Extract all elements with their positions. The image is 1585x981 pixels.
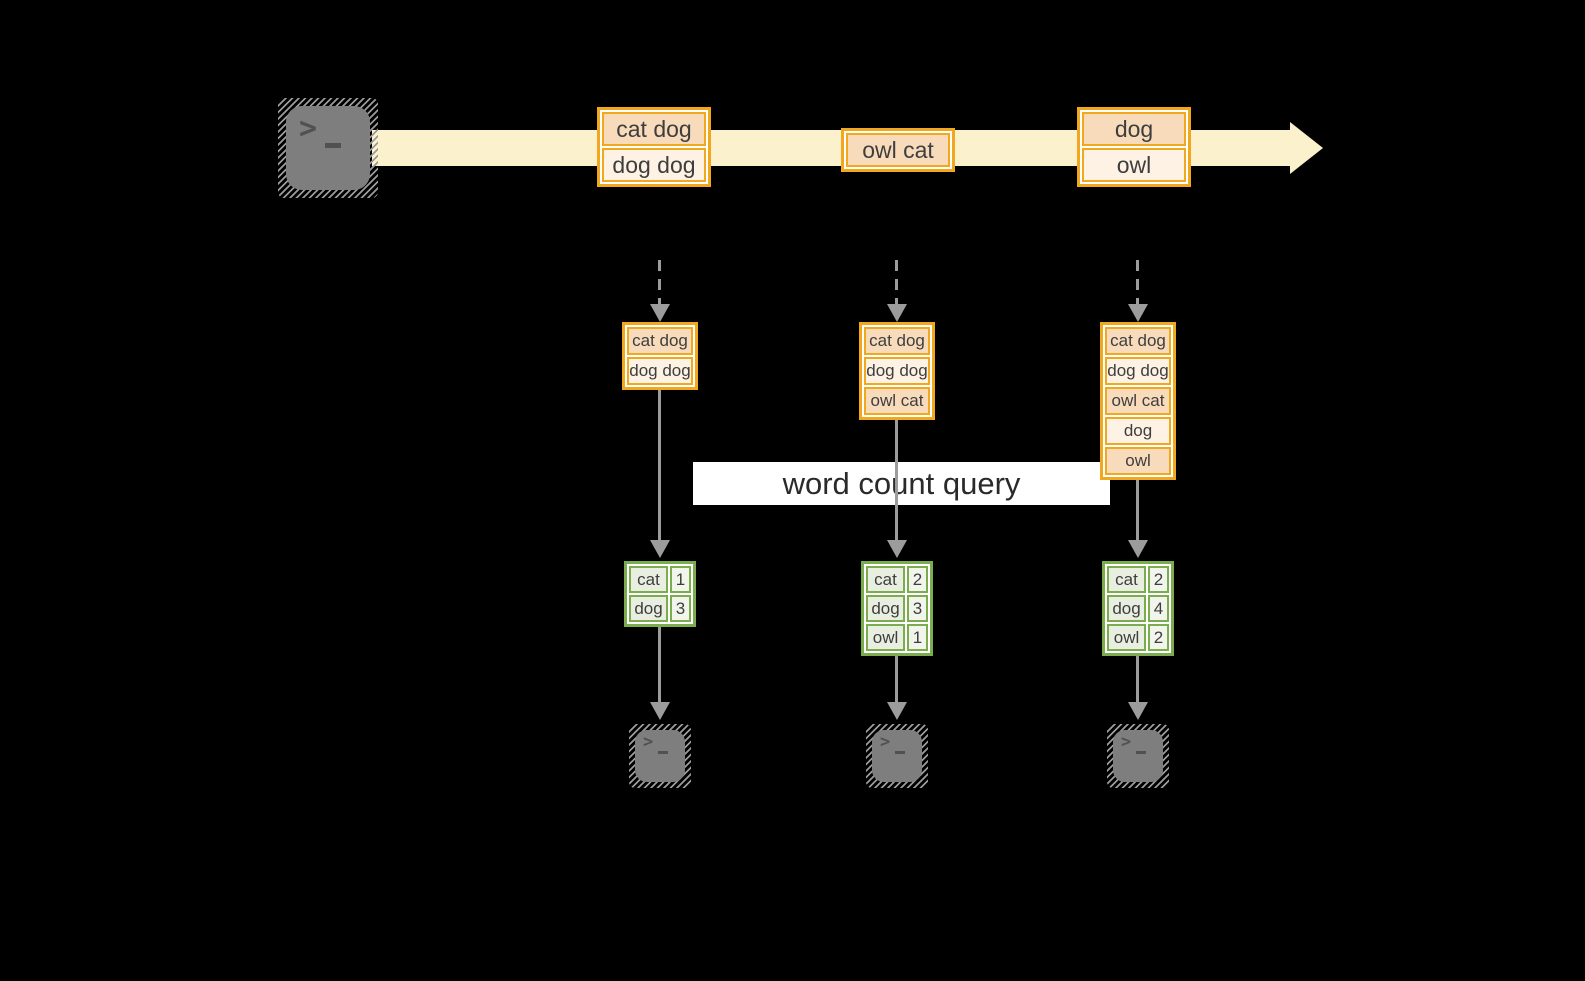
output-flow-line (895, 655, 898, 702)
state-row: cat dog (864, 327, 930, 355)
stream-record: dog (1082, 112, 1186, 146)
batch-delivery-dashed-arrow (1136, 260, 1139, 304)
result-count: 2 (1148, 566, 1169, 593)
state-row: dog dog (1105, 357, 1171, 385)
prompt-chevron-icon: > (1121, 732, 1132, 752)
result-count: 2 (1148, 624, 1169, 651)
result-word: owl (866, 624, 905, 651)
down-arrowhead-icon (1128, 540, 1148, 558)
sink-terminal-icon: > (629, 724, 691, 788)
state-row: dog (1105, 417, 1171, 445)
state-row: owl cat (1105, 387, 1171, 415)
result-table-t2: cat 2 dog 3 owl 1 (861, 561, 933, 656)
state-row: dog dog (864, 357, 930, 385)
query-label: word count query (693, 462, 1110, 505)
stream-record: owl (1082, 148, 1186, 182)
stream-batch-1: cat dog dog dog (597, 107, 711, 187)
output-flow-line (658, 626, 661, 702)
prompt-cursor-icon (1136, 751, 1146, 754)
result-word: dog (866, 595, 905, 622)
prompt-chevron-icon: > (880, 732, 891, 752)
result-count: 3 (907, 595, 928, 622)
state-row: cat dog (1105, 327, 1171, 355)
sink-terminal-icon: > (866, 724, 928, 788)
stream-batch-3: dog owl (1077, 107, 1191, 187)
stream-record: owl cat (846, 133, 950, 167)
input-table-t1: cat dog dog dog (622, 322, 698, 390)
source-terminal-icon: > (278, 98, 378, 198)
result-word: owl (1107, 624, 1146, 651)
state-row: dog dog (627, 357, 693, 385)
result-count: 1 (907, 624, 928, 651)
result-word: cat (629, 566, 668, 593)
result-count: 3 (670, 595, 691, 622)
terminal-screen: > (1113, 730, 1163, 782)
sink-terminal-icon: > (1107, 724, 1169, 788)
down-arrowhead-icon (887, 304, 907, 322)
terminal-screen: > (872, 730, 922, 782)
down-arrowhead-icon (650, 304, 670, 322)
result-word: cat (1107, 566, 1146, 593)
down-arrowhead-icon (887, 702, 907, 720)
prompt-chevron-icon: > (299, 111, 318, 146)
query-flow-line (658, 388, 661, 540)
batch-delivery-dashed-arrow (658, 260, 661, 304)
down-arrowhead-icon (650, 540, 670, 558)
stream-record: cat dog (602, 112, 706, 146)
input-table-t2: cat dog dog dog owl cat (859, 322, 935, 420)
output-flow-line (1136, 655, 1139, 702)
result-table-t1: cat 1 dog 3 (624, 561, 696, 627)
stream-arrowhead-icon (1290, 122, 1323, 174)
stream-record: dog dog (602, 148, 706, 182)
down-arrowhead-icon (1128, 304, 1148, 322)
prompt-cursor-icon (895, 751, 905, 754)
state-row: cat dog (627, 327, 693, 355)
prompt-cursor-icon (658, 751, 668, 754)
terminal-screen: > (635, 730, 685, 782)
query-flow-line (895, 418, 898, 540)
result-table-t3: cat 2 dog 4 owl 2 (1102, 561, 1174, 656)
terminal-screen: > (286, 106, 370, 190)
result-word: dog (1107, 595, 1146, 622)
down-arrowhead-icon (650, 702, 670, 720)
prompt-chevron-icon: > (643, 732, 654, 752)
down-arrowhead-icon (887, 540, 907, 558)
input-table-t3: cat dog dog dog owl cat dog owl (1100, 322, 1176, 480)
state-row: owl (1105, 447, 1171, 475)
batch-delivery-dashed-arrow (895, 260, 898, 304)
stream-batch-2: owl cat (841, 128, 955, 172)
prompt-cursor-icon (325, 143, 341, 148)
down-arrowhead-icon (1128, 702, 1148, 720)
result-count: 2 (907, 566, 928, 593)
state-row: owl cat (864, 387, 930, 415)
result-count: 4 (1148, 595, 1169, 622)
result-count: 1 (670, 566, 691, 593)
result-word: dog (629, 595, 668, 622)
result-word: cat (866, 566, 905, 593)
query-flow-line (1136, 478, 1139, 540)
